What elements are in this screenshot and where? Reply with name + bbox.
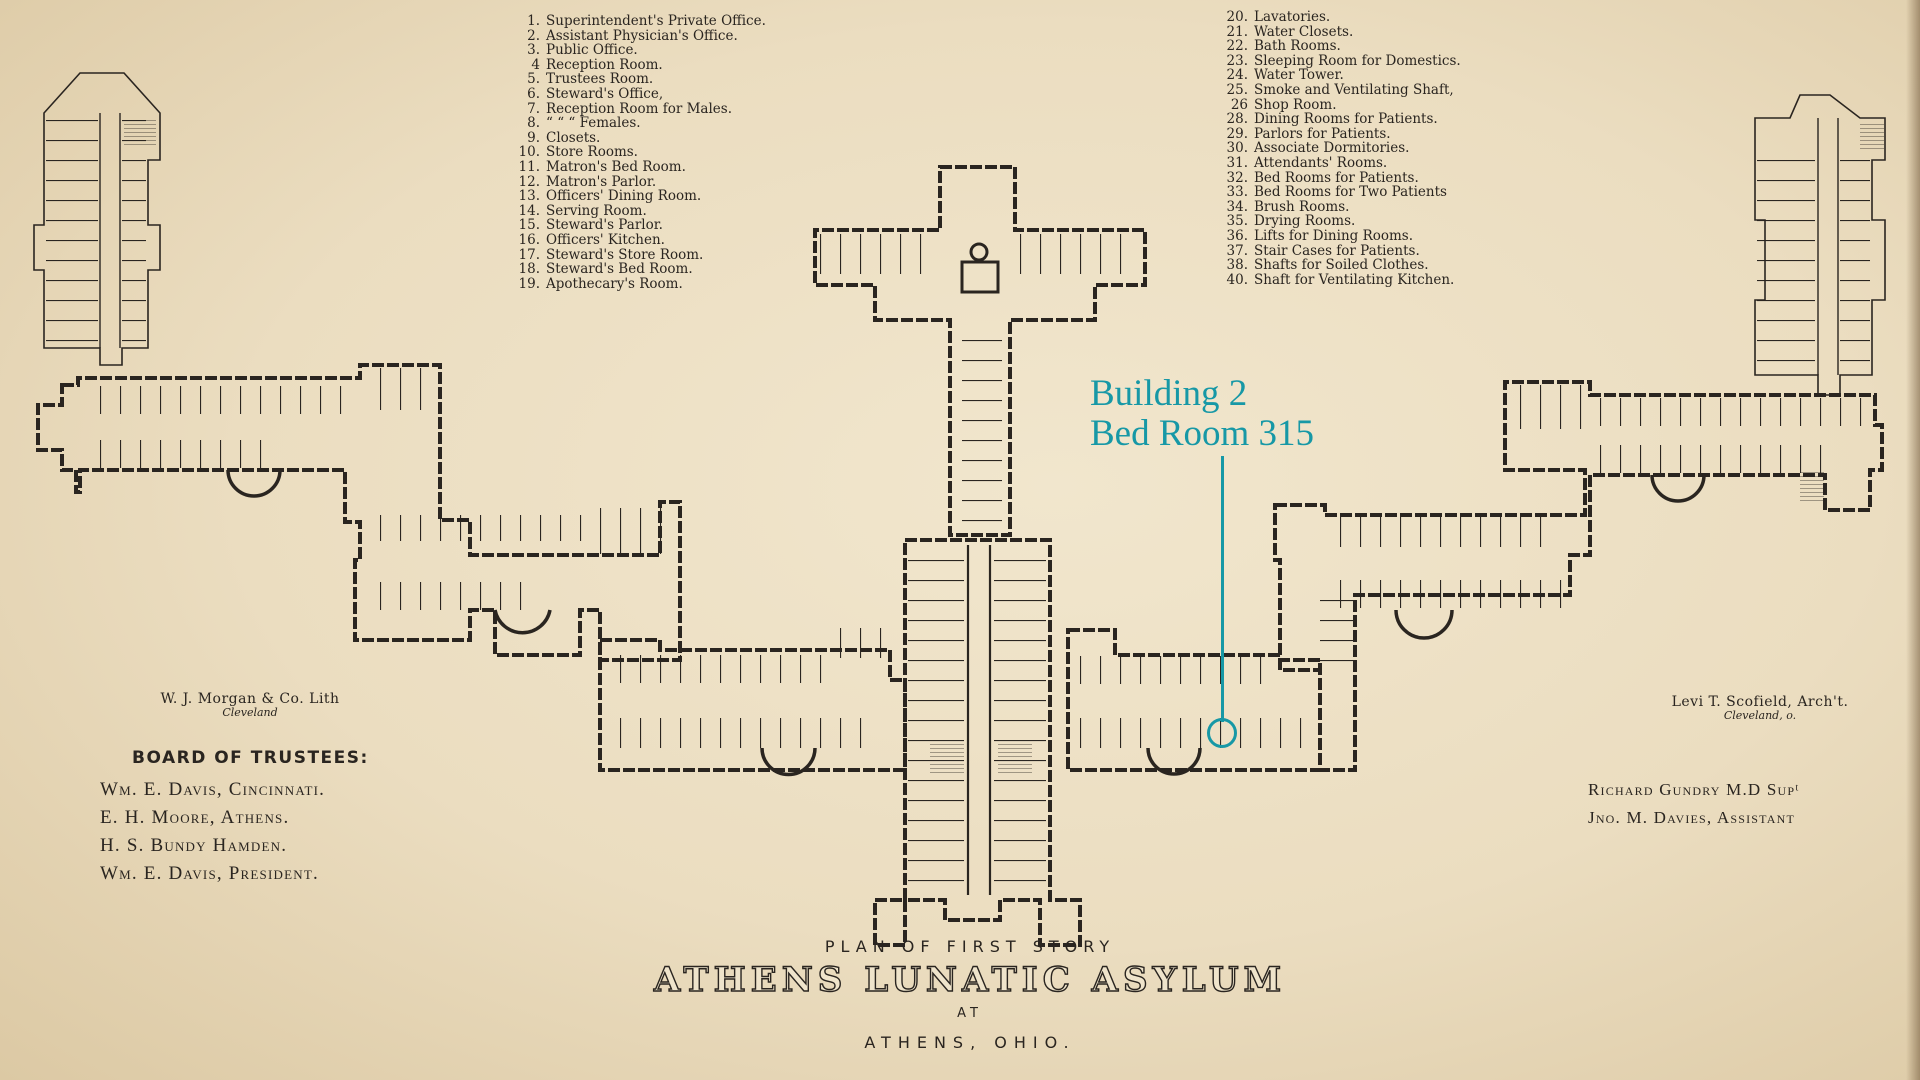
legend-item: 36.Lifts for Dining Rooms. — [1226, 227, 1414, 244]
legend-item: 37.Stair Cases for Patients. — [1226, 242, 1420, 259]
legend-item: 16.Officers' Kitchen. — [518, 231, 665, 248]
right-connector-block — [1066, 628, 1322, 776]
room-marker-circle — [1207, 718, 1237, 748]
legend-item: 19.Apothecary's Room. — [518, 275, 683, 292]
lithographer-name: W. J. Morgan & Co. Lith — [160, 691, 340, 707]
annotation-room: Bed Room 315 — [1090, 413, 1315, 454]
legend-item: 6.Steward's Office, — [527, 85, 664, 102]
legend-item: 23.Sleeping Room for Domestics. — [1226, 52, 1461, 69]
trustee-name: Wm. E. Davis, President. — [100, 863, 319, 884]
legend-item: 13.Officers' Dining Room. — [518, 188, 702, 205]
architect-place: Cleveland, o. — [1723, 709, 1797, 723]
legend-item: 1.Superintendent's Private Office. — [527, 13, 766, 29]
legend-item: 33.Bed Rooms for Two Patients — [1226, 184, 1447, 201]
board-of-trustees: BOARD OF TRUSTEES: Wm. E. Davis, Cincinn… — [100, 748, 400, 888]
legend-item: 38.Shafts for Soiled Clothes. — [1226, 257, 1429, 274]
legend-item: 12.Matron's Parlor. — [518, 173, 657, 190]
superintendent-name: Richard Gundry M.D Supᵗ — [1588, 780, 1800, 799]
legend-item: 30.Associate Dormitories. — [1226, 140, 1410, 157]
center-rear-wing — [813, 165, 1147, 537]
legend-item: 20.Lavatories. — [1226, 9, 1331, 25]
legend-item: 17.Steward's Store Room. — [518, 246, 704, 263]
room-legend-left: 1.Superintendent's Private Office. 2.Ass… — [514, 14, 766, 291]
annotation-building: Building 2 — [1090, 373, 1248, 414]
map-title: ATHENS LUNATIC ASYLUM — [653, 959, 1287, 1000]
title-city: ATHENS, OHIO. — [864, 1033, 1076, 1052]
left-connector-block — [598, 628, 907, 777]
legend-item: 10.Store Rooms. — [518, 144, 638, 161]
legend-item: 15.Steward's Parlor. — [518, 217, 663, 234]
legend-item: 2.Assistant Physician's Office. — [527, 27, 738, 44]
right-annex — [1754, 94, 1886, 396]
legend-item: 3.Public Office. — [527, 42, 638, 59]
lithographer-credit: W. J. Morgan & Co. Lith Cleveland — [130, 691, 370, 720]
legend-item: 9.Closets. — [527, 129, 601, 146]
legend-item: 14.Serving Room. — [518, 202, 647, 219]
asylum-staff: Richard Gundry M.D Supᵗ Jno. M. Davies, … — [1588, 776, 1918, 832]
trustee-name: Wm. E. Davis, Cincinnati. — [100, 779, 326, 800]
title-at: AT — [957, 1006, 983, 1021]
room-annotation-label: Building 2 Bed Room 315 — [1090, 374, 1314, 454]
assistant-name: Jno. M. Davies, Assistant — [1588, 808, 1796, 827]
legend-item: 8.“ “ “ Females. — [527, 115, 641, 132]
legend-item: 40.Shaft for Ventilating Kitchen. — [1226, 271, 1455, 288]
annotation-leader-line — [1221, 456, 1224, 722]
legend-item: 22.Bath Rooms. — [1226, 38, 1341, 55]
legend-item: 35.Drying Rooms. — [1226, 213, 1356, 230]
trustee-name: E. H. Moore, Athens. — [100, 807, 290, 828]
center-main-block — [873, 538, 1082, 947]
trustees-heading: BOARD OF TRUSTEES: — [132, 748, 369, 768]
legend-item: 7.Reception Room for Males. — [527, 100, 732, 117]
right-ward-block — [1273, 380, 1884, 772]
legend-item: 34.Brush Rooms. — [1226, 198, 1350, 215]
room-legend-right: 20.Lavatories. 21.Water Closets. 22.Bath… — [1222, 10, 1461, 287]
legend-item: 11.Matron's Bed Room. — [518, 158, 686, 175]
left-ward-block — [36, 363, 682, 662]
legend-item: 31.Attendants' Rooms. — [1226, 154, 1388, 171]
map-title-block: PLAN OF FIRST STORY ATHENS LUNATIC ASYLU… — [560, 937, 1380, 1052]
architect-credit: Levi T. Scofield, Arch't. Cleveland, o. — [1645, 694, 1875, 723]
trustee-name: H. S. Bundy Hamden. — [100, 835, 288, 856]
architect-name: Levi T. Scofield, Arch't. — [1671, 694, 1849, 710]
legend-item: 5.Trustees Room. — [527, 71, 654, 88]
legend-item: 32.Bed Rooms for Patients. — [1226, 169, 1419, 186]
legend-item: 28.Dining Rooms for Patients. — [1226, 111, 1438, 128]
legend-item: 29.Parlors for Patients. — [1226, 125, 1391, 142]
paper-edge-shadow — [1906, 0, 1920, 1080]
left-annex — [33, 72, 161, 366]
legend-item: 18.Steward's Bed Room. — [518, 261, 693, 278]
legend-item: 24.Water Tower. — [1226, 67, 1344, 84]
legend-item: 21.Water Closets. — [1226, 23, 1354, 40]
plan-subtitle: PLAN OF FIRST STORY — [824, 937, 1116, 956]
lithographer-place: Cleveland — [222, 706, 278, 720]
legend-item: 25.Smoke and Ventilating Shaft, — [1226, 81, 1454, 98]
